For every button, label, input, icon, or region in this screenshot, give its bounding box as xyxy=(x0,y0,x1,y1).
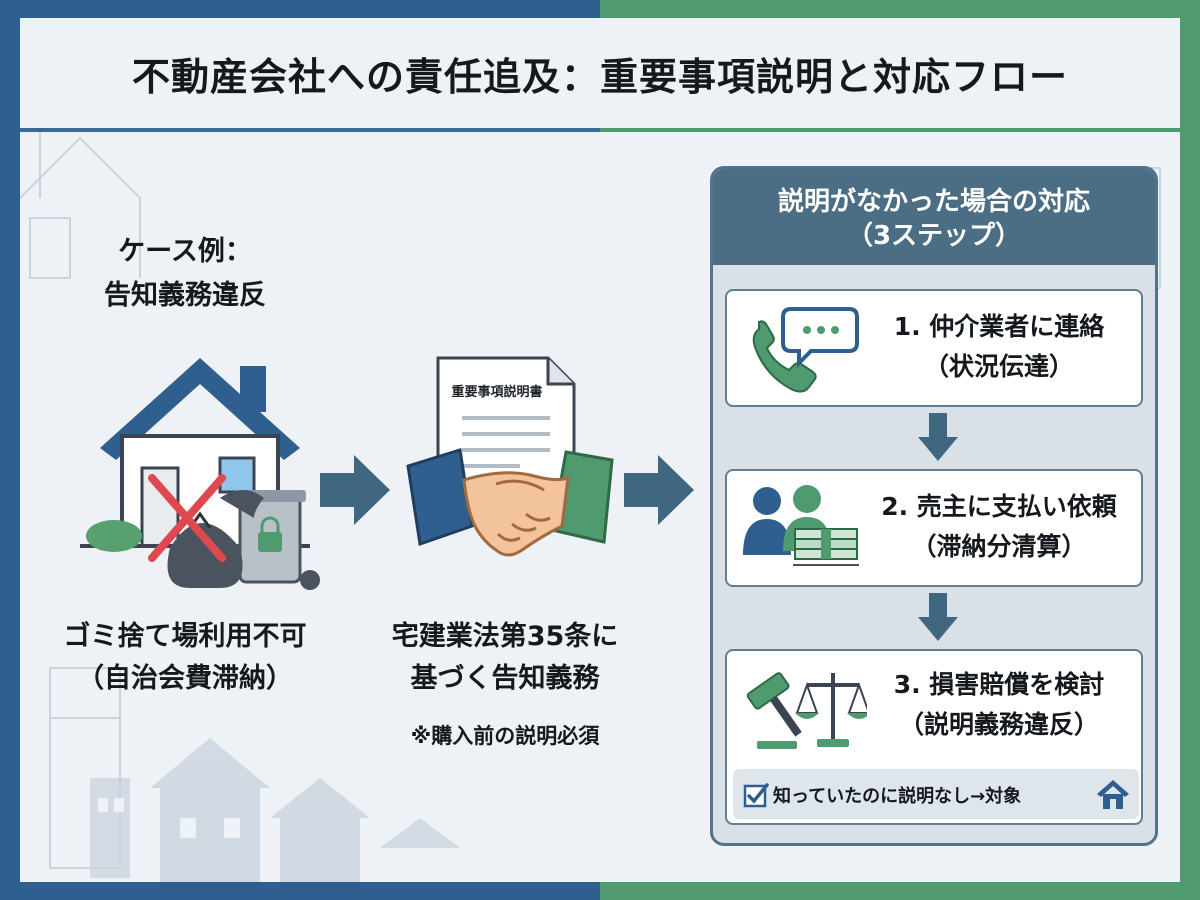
case-label-line2: 告知義務違反 xyxy=(104,280,266,311)
flow-panel: 説明がなかった場合の対応 （3ステップ） 1. 仲介業者に連絡 （状況伝達） xyxy=(710,166,1158,846)
flow-title-line2: （3ステップ） xyxy=(846,221,1022,251)
house-trash-icon xyxy=(80,358,320,590)
step-text-1: 1. 仲介業者に連絡 （状況伝達） xyxy=(857,307,1141,387)
checkbox-checked-icon xyxy=(743,783,769,808)
case-desc-line1: ゴミ捨て場利用不可 xyxy=(63,621,307,652)
house-icon xyxy=(1097,780,1129,809)
step-text-3: 3. 損害賠償を検討 （説明義務違反） xyxy=(857,665,1141,745)
title-bar: 不動産会社への責任追及：重要事項説明と対応フロー xyxy=(20,18,1180,132)
arrow-right-icon xyxy=(624,455,694,525)
flow-header: 説明がなかった場合の対応 （3ステップ） xyxy=(713,169,1155,265)
law-note: ※購入前の説明必須 xyxy=(410,724,600,748)
gavel-scale-icon xyxy=(746,672,867,749)
title-bar-accent xyxy=(600,128,1180,132)
step-card-3: 3. 損害賠償を検討 （説明義務違反） 知っていたのに説明なし→対象 xyxy=(725,649,1143,825)
document-handshake-icon xyxy=(406,356,614,557)
eligibility-note-text: 知っていたのに説明なし→対象 xyxy=(773,786,1022,807)
phone-chat-icon xyxy=(752,307,859,393)
case-label-line1: ケース例： xyxy=(118,236,252,267)
step-sub-1: （状況伝達） xyxy=(923,352,1074,381)
arrow-down-icon xyxy=(918,593,958,641)
flow-title-line1: 説明がなかった場合の対応 xyxy=(777,187,1090,217)
step-card-2: 2. 売主に支払い依頼 （滞納分清算） xyxy=(725,469,1143,587)
step-text-2: 2. 売主に支払い依頼 （滞納分清算） xyxy=(857,487,1141,567)
infographic-canvas: 不動産会社への責任追及：重要事項説明と対応フロー ケース例： 告知義務違反 xyxy=(20,18,1180,882)
flow-title: 説明がなかった場合の対応 （3ステップ） xyxy=(713,185,1155,253)
step-sub-2: （滞納分清算） xyxy=(911,532,1087,561)
people-money-icon xyxy=(743,485,859,566)
case-label: ケース例： 告知義務違反 xyxy=(60,230,310,318)
step-title-3: 3. 損害賠償を検討 xyxy=(893,670,1105,699)
step-title-2: 2. 売主に支払い依頼 xyxy=(881,492,1117,521)
step-sub-3: （説明義務違反） xyxy=(898,710,1099,739)
arrow-down-icon xyxy=(918,413,958,461)
case-description: ゴミ捨て場利用不可 （自治会費滞納） xyxy=(50,616,320,700)
page-title: 不動産会社への責任追及：重要事項説明と対応フロー xyxy=(131,55,1068,99)
law-description: 宅建業法第35条に 基づく告知義務 xyxy=(370,616,640,700)
eligibility-note: 知っていたのに説明なし→対象 xyxy=(733,769,1139,819)
law-desc-line1: 宅建業法第35条に xyxy=(391,621,619,652)
step-card-1: 1. 仲介業者に連絡 （状況伝達） xyxy=(725,289,1143,407)
law-desc-line2: 基づく告知義務 xyxy=(410,663,600,694)
step-title-1: 1. 仲介業者に連絡 xyxy=(893,312,1105,341)
case-desc-line2: （自治会費滞納） xyxy=(77,663,293,694)
arrow-right-icon xyxy=(320,455,390,525)
document-title: 重要事項説明書 xyxy=(451,385,543,400)
